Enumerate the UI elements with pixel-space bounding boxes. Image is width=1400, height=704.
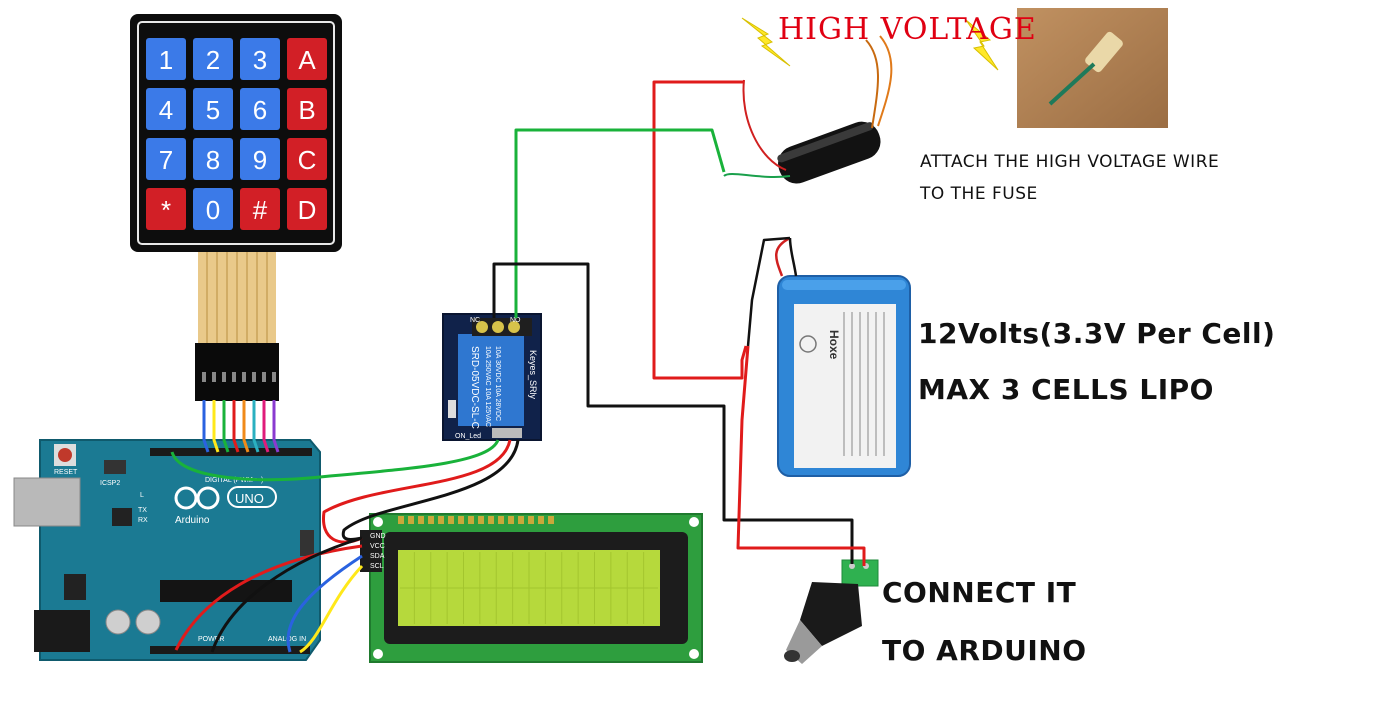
keypad-key-label: C xyxy=(298,145,317,175)
battery-brand: Hoxe xyxy=(827,330,841,360)
keypad-key-D: D xyxy=(287,188,327,230)
keypad-connector xyxy=(195,343,279,401)
keypad-key-label: 4 xyxy=(159,95,173,125)
keypad-key-5: 5 xyxy=(193,88,233,130)
keypad-wire xyxy=(202,400,210,453)
keypad-key-label: 9 xyxy=(253,145,267,175)
relay-model-label: SRD-05VDC-SL-C xyxy=(469,346,480,429)
icsp-label: ICSP2 xyxy=(100,480,120,487)
keypad-key-3: 3 xyxy=(240,38,280,80)
keypad-key-label: * xyxy=(161,195,171,225)
reset-label: RESET xyxy=(54,469,78,476)
relay-rating1: 10A 250VAC 10A 125VAC xyxy=(484,346,491,427)
attach-line-1: ATTACH THE HIGH VOLTAGE WIRE xyxy=(920,152,1220,172)
keypad-wire xyxy=(272,400,280,453)
keypad-key-9: 9 xyxy=(240,138,280,180)
keypad-wire xyxy=(252,400,260,453)
keypad-key-label: 7 xyxy=(159,145,173,175)
connect-line-2: TO ARDUINO xyxy=(882,634,1087,667)
lcd-pin-gnd: GND xyxy=(370,533,386,540)
high-voltage-title: HIGH VOLTAGE xyxy=(778,12,1037,47)
connect-line-1: CONNECT IT xyxy=(882,576,1077,609)
keypad-key-label: A xyxy=(298,45,316,75)
keypad-key-label: B xyxy=(298,95,315,125)
keypad-wire xyxy=(222,400,230,453)
digital-label: DIGITAL (PWM=~) xyxy=(205,477,263,484)
keypad-key-8: 8 xyxy=(193,138,233,180)
keypad-key-label: 8 xyxy=(206,145,220,175)
keypad-wire xyxy=(232,400,240,453)
keypad-key-label: D xyxy=(298,195,317,225)
lcd-pin-vcc: VCC xyxy=(370,543,385,550)
relay-no-label: NO xyxy=(510,317,521,324)
relay-brand-label: Keyes_SRly xyxy=(528,350,538,400)
power-label: POWER xyxy=(198,636,224,643)
microcontroller-chip xyxy=(160,580,292,602)
lcd-pin-sda: SDA xyxy=(370,553,385,560)
keypad-key-2: 2 xyxy=(193,38,233,80)
fuse-photo xyxy=(1017,8,1168,128)
keypad-key-C: C xyxy=(287,138,327,180)
rx-led-label: RX xyxy=(138,517,148,524)
keypad-key-A: A xyxy=(287,38,327,80)
connect-instruction: CONNECT IT TO ARDUINO xyxy=(882,564,1087,680)
power-jack xyxy=(34,610,90,652)
keypad-key-4: 4 xyxy=(146,88,186,130)
battery-spec: 12Volts(3.3V Per Cell) MAX 3 CELLS LIPO xyxy=(918,306,1275,418)
keypad-key-label: 6 xyxy=(253,95,267,125)
keypad-wire xyxy=(212,400,220,453)
usb-port xyxy=(13,477,81,527)
relay-rating2: 10A 30VDC 10A 28VDC xyxy=(494,346,501,421)
lipo-battery: Hoxe xyxy=(775,236,911,477)
keypad-key-*: * xyxy=(146,188,186,230)
keypad-wire xyxy=(262,400,270,453)
keypad-key-B: B xyxy=(287,88,327,130)
digital-header xyxy=(150,448,312,456)
keypad-key-1: 1 xyxy=(146,38,186,80)
reset-button xyxy=(58,448,72,462)
battery-label xyxy=(794,304,896,468)
keypad-key-label: 3 xyxy=(253,45,267,75)
model-label: UNO xyxy=(235,491,264,506)
analog-header xyxy=(150,646,310,654)
arduino-logo xyxy=(174,486,277,510)
relay-body xyxy=(458,334,524,426)
attach-instruction: ATTACH THE HIGH VOLTAGE WIRE TO THE FUSE xyxy=(920,146,1219,210)
keypad-key-7: 7 xyxy=(146,138,186,180)
keypad-key-label: 1 xyxy=(159,45,173,75)
keypad-key-label: # xyxy=(253,195,268,225)
keypad: 1 2 3 A 4 5 6 B 7 8 9 C * 0 # D xyxy=(130,14,342,401)
keypad-key-label: 0 xyxy=(206,195,220,225)
keypad-key-0: 0 xyxy=(193,188,233,230)
recycle-icon xyxy=(799,335,817,353)
arduino-uno-board: RESET ICSP2 DIGITAL (PWM=~) UNO Arduino … xyxy=(13,439,321,661)
lightning-left-icon xyxy=(741,17,791,67)
relay-on-led-label: ON_Led xyxy=(455,433,481,440)
volts-line-2: MAX 3 CELLS LIPO xyxy=(918,373,1214,406)
dc-barrel-connector xyxy=(784,559,879,664)
lcd-display: GND VCC SDA SCL xyxy=(360,513,703,663)
keypad-key-label: 2 xyxy=(206,45,220,75)
lightning-right-icon xyxy=(965,19,999,71)
brand-label: Arduino xyxy=(175,515,210,526)
wires xyxy=(170,80,866,654)
attach-line-2: TO THE FUSE xyxy=(920,184,1038,204)
l-led-label: L xyxy=(140,492,144,499)
keypad-key-label: 5 xyxy=(206,95,220,125)
keypad-wire xyxy=(242,400,250,453)
keypad-key-6: 6 xyxy=(240,88,280,130)
relay-module: NC NO SRD-05VDC-SL-C 10A 250VAC 10A 125V… xyxy=(442,313,542,441)
lcd-pin-scl: SCL xyxy=(370,563,384,570)
high-voltage-generator xyxy=(723,35,893,184)
volts-line-1: 12Volts(3.3V Per Cell) xyxy=(918,317,1276,350)
tx-led-label: TX xyxy=(138,507,147,514)
relay-nc-label: NC xyxy=(470,317,480,324)
keypad-key-#: # xyxy=(240,188,280,230)
